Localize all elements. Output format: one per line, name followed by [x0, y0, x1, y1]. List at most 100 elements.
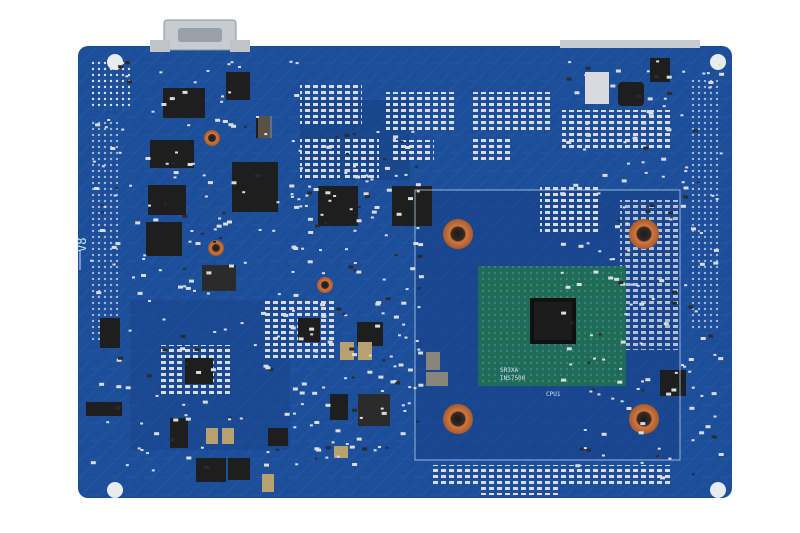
smd-pad — [115, 242, 121, 246]
smd-pad — [566, 347, 572, 351]
smd-pad — [620, 400, 624, 403]
smd-pad — [365, 180, 369, 183]
smd-pad — [352, 133, 356, 136]
smd-pad — [641, 121, 647, 125]
smd-pad — [182, 214, 188, 218]
smd-pad — [382, 359, 386, 362]
smd-pad — [719, 72, 725, 76]
smd-pad — [663, 322, 669, 326]
smd-pad — [711, 194, 715, 197]
smd-pad — [118, 65, 124, 69]
smd-pad — [159, 71, 163, 74]
smd-pad — [689, 406, 695, 410]
smd-pad — [697, 181, 701, 184]
smd-pad — [365, 195, 370, 199]
smd-pad — [620, 282, 626, 286]
smd-pad — [336, 455, 340, 458]
smd-pad — [165, 162, 169, 165]
smd-pad — [194, 348, 200, 352]
smd-pad — [405, 146, 411, 149]
smd-pad — [568, 61, 572, 64]
smd-pad — [700, 337, 706, 340]
smd-pad — [344, 169, 350, 173]
smd-pad — [608, 276, 614, 280]
smd-pad — [417, 254, 423, 258]
smd-pad — [575, 464, 581, 468]
smd-pad — [342, 312, 346, 315]
smd-pad — [222, 212, 226, 214]
smd-pad — [344, 377, 348, 380]
smd-pad — [263, 364, 269, 368]
pad-arrays — [92, 60, 720, 495]
smd-pad — [344, 133, 350, 137]
smd-pad — [593, 357, 596, 360]
smd-pad — [617, 219, 621, 222]
smd-pad — [378, 446, 381, 448]
smd-pad — [352, 408, 358, 412]
passive-components — [206, 116, 448, 492]
smd-pad — [699, 431, 705, 435]
smd-pad — [158, 269, 162, 272]
smd-pad — [229, 264, 234, 268]
smd-pad — [202, 174, 206, 177]
smd-pad — [145, 157, 151, 160]
smd-pad — [566, 77, 572, 81]
smd-pad — [95, 123, 101, 127]
smd-pad — [90, 461, 96, 465]
smd-pad — [162, 318, 166, 321]
smd-pad — [700, 394, 704, 397]
smd-pad — [127, 80, 132, 84]
smd-pad — [718, 63, 722, 66]
smd-pad — [659, 279, 665, 283]
smd-pad — [314, 224, 320, 228]
smd-pad — [184, 362, 188, 365]
smd-pad — [667, 92, 673, 95]
smd-pad — [598, 250, 602, 253]
smd-pad — [129, 184, 133, 187]
smd-pad — [611, 397, 615, 400]
smd-pad — [413, 387, 417, 390]
smd-pad — [593, 270, 599, 274]
smd-pad — [592, 91, 598, 95]
smd-pad — [240, 322, 244, 325]
smd-pad — [684, 284, 688, 287]
smd-pad — [373, 449, 377, 452]
smd-pad — [643, 146, 649, 150]
cpu-label: CPU1 — [546, 391, 561, 398]
smd-pad — [100, 211, 104, 214]
smd-pad — [629, 303, 633, 306]
smd-pad — [169, 438, 175, 442]
smd-pad — [395, 381, 401, 385]
smd-pad — [376, 301, 382, 305]
smd-pad — [294, 205, 300, 209]
smd-pad — [680, 114, 684, 117]
smd-pad — [344, 172, 348, 174]
smd-pad — [371, 210, 377, 214]
smd-pad — [190, 230, 194, 232]
smd-pad — [142, 258, 146, 260]
smd-pad — [283, 313, 289, 317]
smd-pad — [349, 208, 353, 211]
smd-pad — [708, 86, 712, 89]
smd-pad — [268, 367, 274, 371]
smd-pad — [221, 95, 224, 98]
smd-pad — [680, 204, 686, 208]
smd-pad — [708, 334, 714, 338]
smd-pad — [401, 404, 405, 407]
smd-pad — [345, 152, 349, 155]
smd-pad — [206, 69, 210, 72]
smd-pad — [636, 388, 640, 390]
smd-pad — [180, 334, 186, 338]
smd-pad — [301, 247, 305, 250]
smd-pad — [661, 175, 665, 178]
smd-pad — [196, 371, 202, 374]
smd-pad — [702, 72, 706, 75]
smd-pad — [284, 412, 290, 416]
smd-pad — [146, 374, 152, 378]
smd-pad — [291, 270, 295, 273]
smd-pad — [416, 190, 420, 193]
smd-pad — [320, 303, 326, 307]
smd-pad — [386, 188, 392, 192]
smd-pad — [378, 375, 384, 379]
